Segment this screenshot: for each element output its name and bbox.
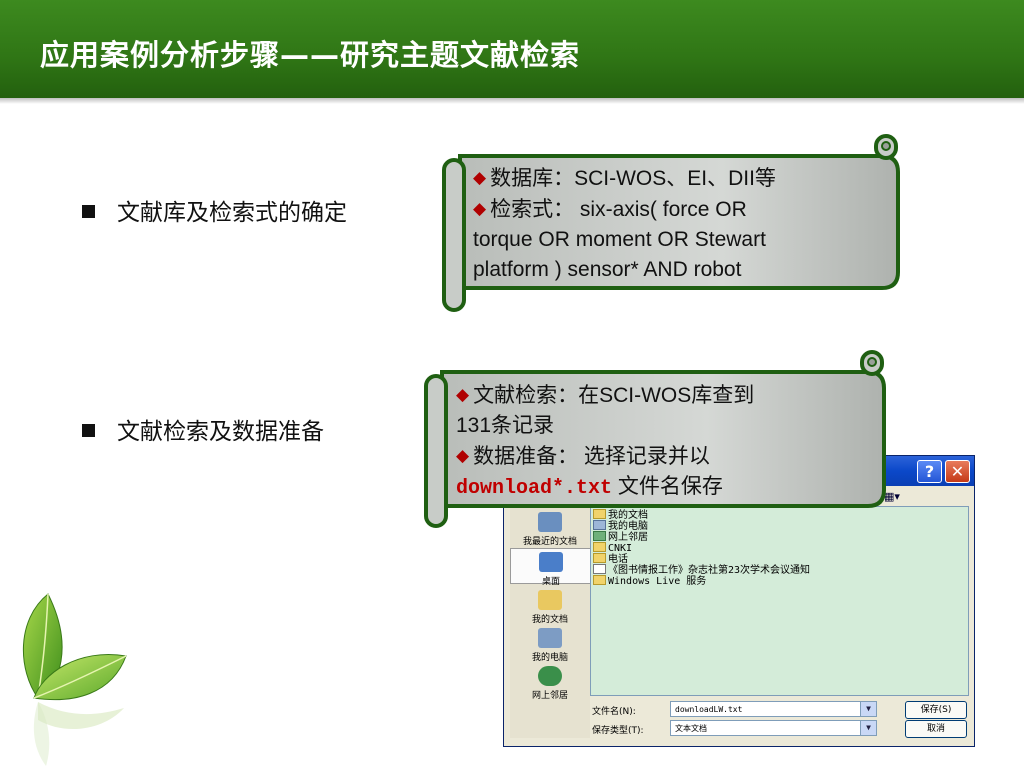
scroll2-line-1: ◆文献检索：在SCI-WOS库查到 <box>456 384 755 407</box>
my-computer-icon <box>538 628 562 648</box>
leaf-decoration <box>23 593 127 766</box>
my-documents-icon <box>538 590 562 610</box>
scroll1-line-4: platform ) sensor* AND robot <box>473 258 742 281</box>
scroll1-line-2: ◆检索式： six-axis( force OR <box>473 198 747 221</box>
list-item[interactable]: CNKI <box>593 542 632 554</box>
network-icon <box>593 531 606 541</box>
folder-icon <box>593 542 606 552</box>
save-button[interactable]: 保存(S) <box>905 701 967 719</box>
place-network[interactable]: 网上邻居 <box>510 666 590 701</box>
scroll1-line-1: ◆数据库：SCI-WOS、EI、DII等 <box>473 167 776 190</box>
square-bullet-icon <box>82 205 95 218</box>
folder-icon <box>593 509 606 519</box>
folder-icon <box>593 553 606 563</box>
document-icon <box>593 564 606 574</box>
cancel-button[interactable]: 取消 <box>905 720 967 738</box>
place-my-documents[interactable]: 我的文档 <box>510 590 590 625</box>
list-item[interactable]: 电话 <box>593 553 628 565</box>
square-bullet-icon <box>82 424 95 437</box>
scroll-callout-2: ◆文献检索：在SCI-WOS库查到 131条记录 ◆数据准备： 选择记录并以 d… <box>422 348 888 530</box>
view-menu-icon[interactable]: ▦▾ <box>884 490 900 503</box>
header-shadow <box>0 98 1024 104</box>
place-my-computer[interactable]: 我的电脑 <box>510 628 590 663</box>
file-list[interactable]: 我的文档 我的电脑 网上邻居 CNKI 电话 《图书情报工作》杂志社第23次学术… <box>590 506 969 696</box>
list-item[interactable]: Windows Live 服务 <box>593 575 706 587</box>
scroll-shape-1 <box>442 134 900 312</box>
place-desktop[interactable]: 桌面 <box>510 548 592 587</box>
bullet-text-2: 文献检索及数据准备 <box>117 419 324 445</box>
computer-icon <box>593 520 606 530</box>
slide-title: 应用案例分析步骤——研究主题文献检索 <box>40 38 581 72</box>
diamond-bullet-icon: ◆ <box>456 446 470 465</box>
scroll-callout-1: ◆数据库：SCI-WOS、EI、DII等 ◆检索式： six-axis( for… <box>440 132 902 314</box>
bullet-text-1: 文献库及检索式的确定 <box>117 200 347 226</box>
diamond-bullet-icon: ◆ <box>473 168 487 187</box>
folder-icon <box>593 575 606 585</box>
bullet-item-2: 文献检索及数据准备 <box>82 412 324 446</box>
place-recent-docs[interactable]: 我最近的文档 <box>510 512 590 547</box>
list-item[interactable]: 《图书情报工作》杂志社第23次学术会议通知 <box>593 564 810 576</box>
recent-docs-icon <box>538 512 562 532</box>
scroll2-line-3: ◆数据准备： 选择记录并以 <box>456 445 710 468</box>
list-item[interactable]: 网上邻居 <box>593 531 648 543</box>
filename-label: 文件名(N): <box>592 707 636 717</box>
scroll-shape-2 <box>424 350 886 528</box>
diamond-bullet-icon: ◆ <box>473 199 487 218</box>
slide-header: 应用案例分析步骤——研究主题文献检索 <box>0 0 1024 104</box>
places-bar: 我最近的文档 桌面 我的文档 我的电脑 网上邻居 <box>510 506 592 738</box>
close-button[interactable]: ✕ <box>945 460 970 483</box>
diamond-bullet-icon: ◆ <box>456 385 470 404</box>
desktop-icon <box>539 552 563 572</box>
help-button[interactable]: ? <box>917 460 942 483</box>
scroll2-line-2: 131条记录 <box>456 414 555 437</box>
chevron-down-icon[interactable]: ▼ <box>860 702 876 716</box>
scroll2-line-4: download*.txt 文件名保存 <box>456 475 723 500</box>
network-icon <box>538 666 562 686</box>
chevron-down-icon[interactable]: ▼ <box>860 721 876 735</box>
filetype-label: 保存类型(T): <box>592 726 644 736</box>
list-item[interactable]: 我的文档 <box>593 509 648 521</box>
filetype-select[interactable]: 文本文档 ▼ <box>670 720 877 736</box>
scroll1-line-3: torque OR moment OR Stewart <box>473 228 766 251</box>
bullet-item-1: 文献库及检索式的确定 <box>82 193 347 227</box>
list-item[interactable]: 我的电脑 <box>593 520 648 532</box>
filename-input[interactable]: downloadLW.txt ▼ <box>670 701 877 717</box>
